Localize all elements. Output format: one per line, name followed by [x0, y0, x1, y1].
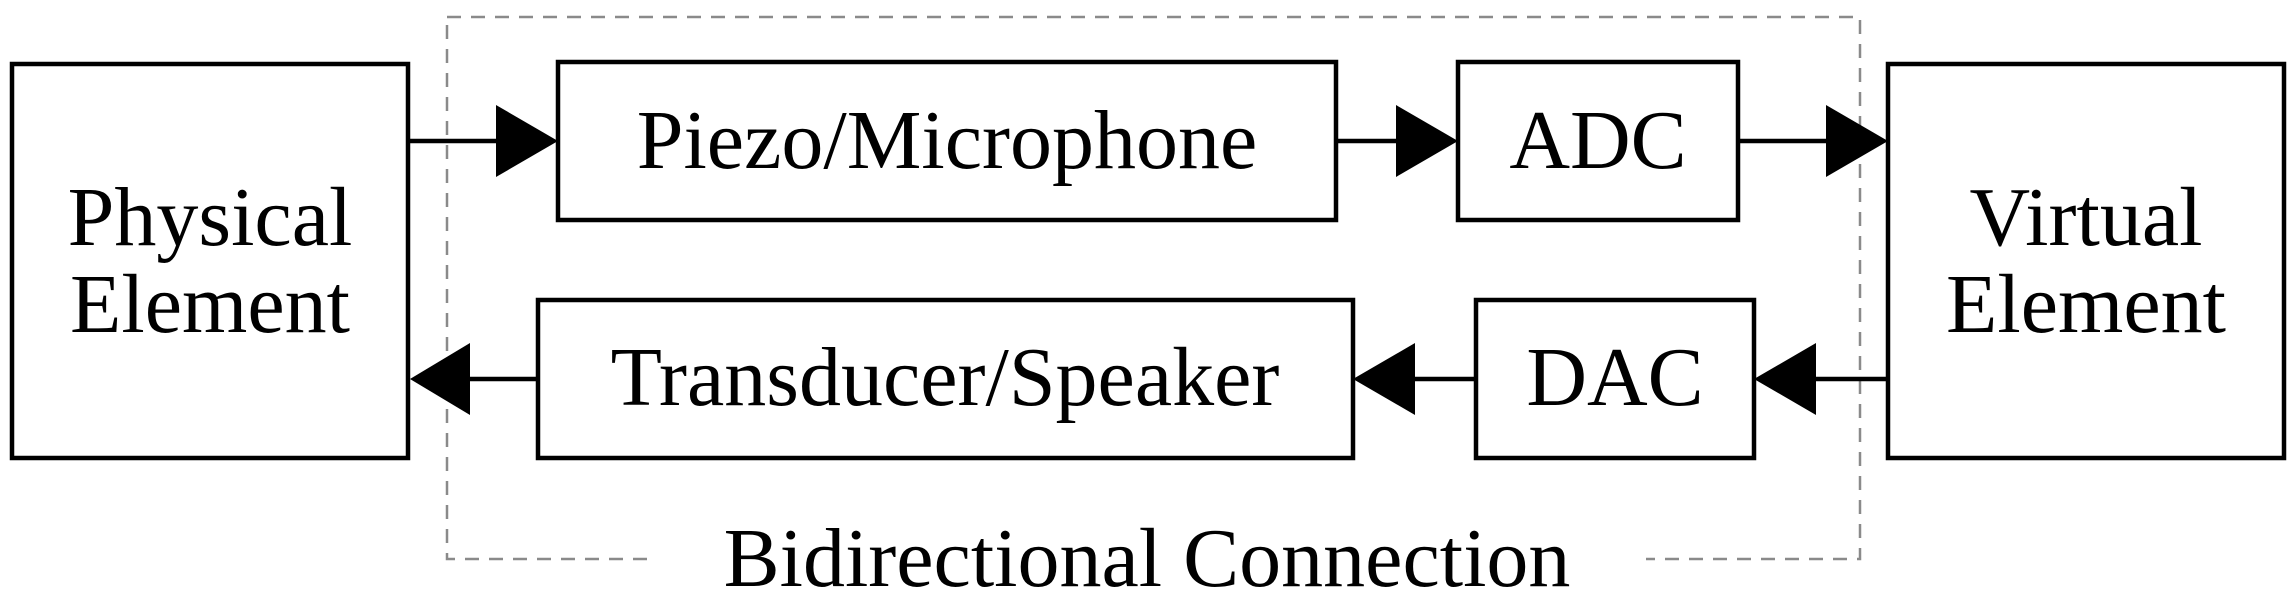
- arrowhead-right-icon: [496, 105, 558, 177]
- arrow-actuator-to-physical: [410, 343, 536, 415]
- arrowhead-left-icon: [410, 343, 470, 415]
- arrow-dac-to-actuator: [1353, 343, 1474, 415]
- arrowhead-left-icon: [1754, 343, 1816, 415]
- caption-backdrop: [648, 518, 1646, 600]
- dac-label: DAC: [1526, 331, 1703, 424]
- physical-element-label-line1: Physical: [68, 171, 353, 264]
- arrow-virtual-to-dac: [1754, 343, 1886, 415]
- piezo-microphone-block: Piezo/Microphone: [555, 59, 1339, 223]
- dac-block: DAC: [1473, 297, 1757, 461]
- adc-label: ADC: [1509, 94, 1686, 187]
- virtual-element-label-line1: Virtual: [1970, 171, 2203, 264]
- bidirectional-connection-caption: Bidirectional Connection: [724, 512, 1571, 603]
- transducer-speaker-label: Transducer/Speaker: [611, 331, 1280, 424]
- arrowhead-right-icon: [1826, 105, 1888, 177]
- arrow-sensor-to-adc: [1338, 105, 1458, 177]
- virtual-element-block: Virtual Element: [1885, 61, 2287, 461]
- virtual-element-label-line2: Element: [1946, 258, 2226, 351]
- adc-block: ADC: [1455, 59, 1741, 223]
- arrowhead-right-icon: [1396, 105, 1458, 177]
- physical-element-block: Physical Element: [9, 61, 411, 461]
- arrow-adc-to-virtual: [1740, 105, 1888, 177]
- physical-element-label-line2: Element: [70, 258, 350, 351]
- arrowhead-left-icon: [1353, 343, 1415, 415]
- arrow-physical-to-sensor: [410, 105, 558, 177]
- transducer-speaker-block: Transducer/Speaker: [535, 297, 1356, 461]
- bidirectional-frame: [445, 15, 1862, 561]
- piezo-microphone-label: Piezo/Microphone: [637, 94, 1258, 187]
